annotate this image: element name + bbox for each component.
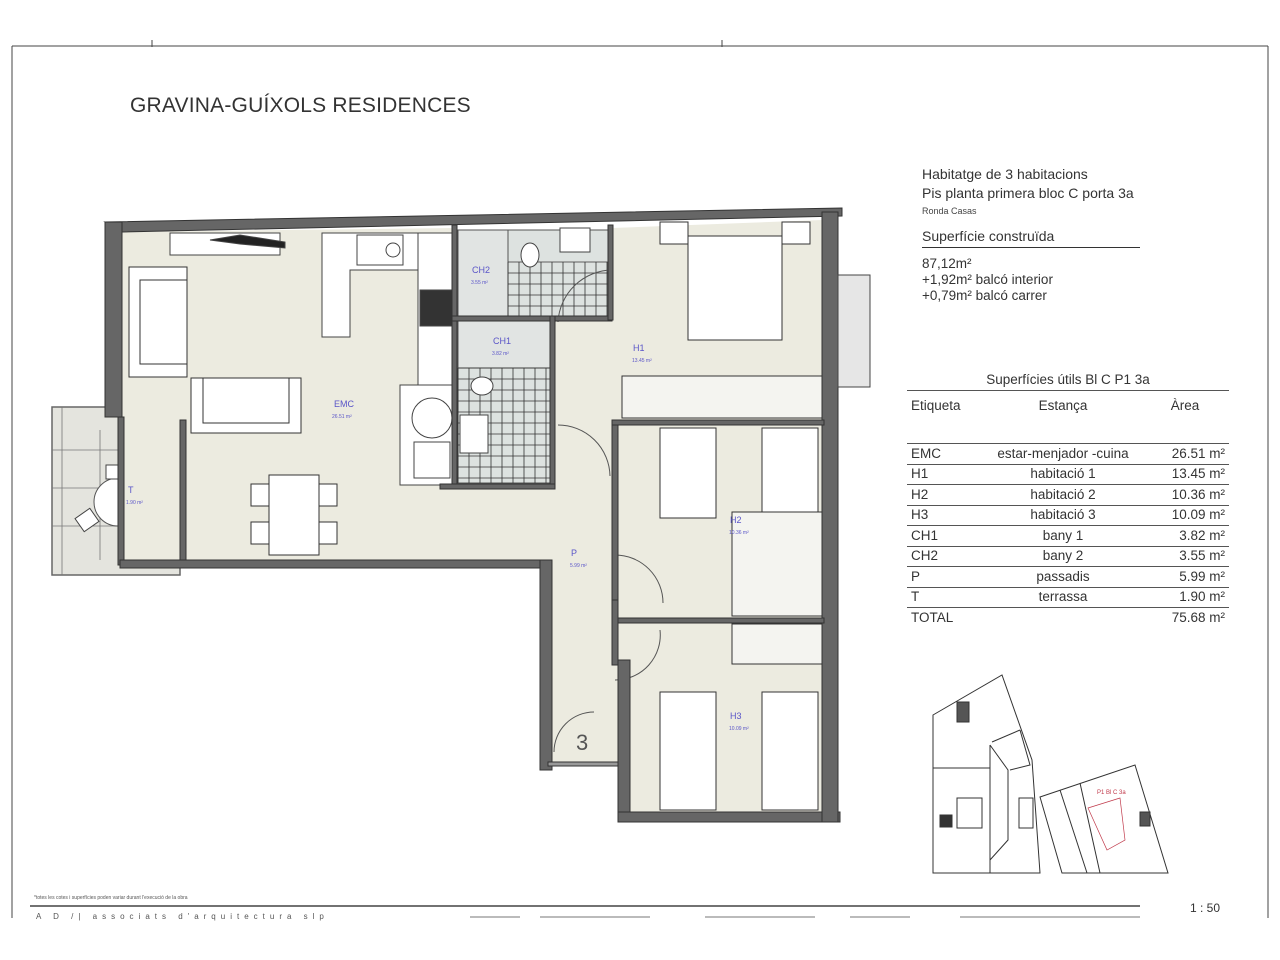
table-caption: Superfícies útils Bl C P1 3a (907, 370, 1229, 391)
total-label: TOTAL (911, 609, 954, 625)
kitchen (169, 232, 456, 486)
header-area: Àrea (1141, 390, 1229, 444)
room-label-t: T (128, 485, 134, 495)
bathrooms (457, 227, 613, 484)
drawing-scale: 1 : 50 (1190, 901, 1221, 915)
footer-contact-bar (705, 916, 815, 918)
room-label-p: P (571, 548, 577, 558)
furniture-living (128, 266, 338, 556)
key-plan-label: P1 Bl C 3a (1097, 790, 1126, 796)
surface-table: Superfícies útils Bl C P1 3a Etiqueta Es… (907, 370, 1229, 628)
footer-contact-bar (850, 916, 910, 918)
row-room: habitació 3 (985, 505, 1141, 526)
footer-contact-bar (470, 916, 520, 918)
row-area: 5.99 m² (1141, 566, 1229, 588)
header-room: Estança (985, 390, 1141, 444)
row-label: T (907, 587, 985, 608)
firm-name: A D /| associats d'arquitectura slp (36, 912, 329, 921)
street-name: Ronda Casas (922, 206, 977, 216)
room-labels: EMC 26.51 m² CH2 3.55 m² CH1 3.82 m² H1 … (126, 265, 749, 732)
row-room: estar-menjador -cuina (985, 443, 1141, 465)
row-area: 13.45 m² (1141, 464, 1229, 485)
total-value: 75.68 m² (1171, 609, 1225, 625)
row-area: 10.36 m² (1141, 484, 1229, 506)
row-label: CH1 (907, 525, 985, 547)
room-area-h2: 10.36 m² (729, 530, 749, 536)
row-room: habitació 2 (985, 484, 1141, 506)
row-label: H2 (907, 484, 985, 506)
room-label-h3: H3 (730, 711, 742, 721)
row-room: bany 1 (985, 525, 1141, 547)
built-area-label: Superfície construïda (922, 228, 1055, 244)
room-area-h1: 13.45 m² (632, 358, 652, 364)
footer-contact-bar (960, 916, 1140, 918)
balcony-street (837, 274, 871, 388)
row-room: bany 2 (985, 546, 1141, 567)
row-label: P (907, 566, 985, 588)
row-area: 10.09 m² (1141, 505, 1229, 526)
unit-number: 3 (576, 730, 588, 755)
page-frame (11, 40, 1269, 918)
room-area-t: 1.90 m² (126, 500, 143, 506)
page-title: GRAVINA-GUÍXOLS RESIDENCES (130, 94, 471, 117)
header-label: Etiqueta (907, 390, 985, 444)
row-area: 3.82 m² (1141, 525, 1229, 547)
room-label-h2: H2 (730, 515, 742, 525)
room-label-emc: EMC (334, 399, 355, 409)
room-area-h3: 10.09 m² (729, 726, 749, 732)
room-label-ch1: CH1 (493, 336, 511, 346)
walls (103, 207, 843, 823)
room-area-ch1: 3.82 m² (492, 351, 509, 357)
footer-contact-bar (540, 916, 650, 918)
dwelling-type: Habitatge de 3 habitacions (922, 166, 1088, 182)
row-area: 1.90 m² (1141, 587, 1229, 608)
balcony-interior: +1,92m² balcó interior (922, 272, 1053, 287)
row-room: habitació 1 (985, 464, 1141, 485)
furniture-bedrooms (621, 221, 823, 811)
floor-area (122, 220, 822, 818)
divider (922, 247, 1140, 248)
row-label: EMC (907, 443, 985, 465)
room-area-p: 5.99 m² (570, 563, 587, 569)
row-label: H3 (907, 505, 985, 526)
dwelling-location: Pis planta primera bloc C porta 3a (922, 185, 1134, 201)
row-label: CH2 (907, 546, 985, 567)
room-area-emc: 26.51 m² (332, 414, 352, 420)
balcony-street: +0,79m² balcó carrer (922, 288, 1047, 303)
disclaimer-note: *totes les cotes i superfícies poden var… (34, 895, 188, 901)
room-label-h1: H1 (633, 343, 645, 353)
row-room: terrassa (985, 587, 1141, 608)
room-label-ch2: CH2 (472, 265, 490, 275)
built-area-value: 87,12m² (922, 256, 972, 271)
row-area: 3.55 m² (1141, 546, 1229, 567)
row-room: passadis (985, 566, 1141, 588)
row-area: 26.51 m² (1141, 443, 1229, 465)
row-label: H1 (907, 464, 985, 485)
key-plan: P1 Bl C 3a (932, 674, 1169, 874)
room-area-ch2: 3.55 m² (471, 280, 488, 286)
